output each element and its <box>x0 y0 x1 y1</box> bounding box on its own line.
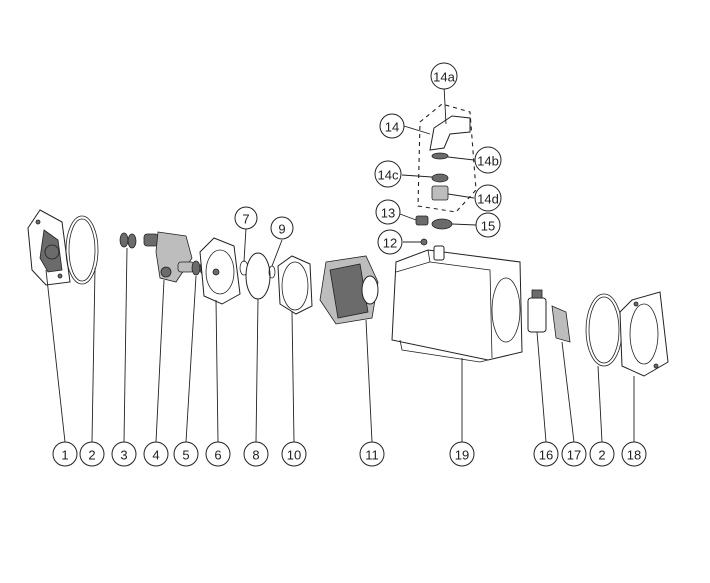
part-o-ring-right <box>585 293 623 367</box>
svg-text:6: 6 <box>214 448 221 463</box>
callout-1: 1 <box>52 441 78 467</box>
svg-text:8: 8 <box>252 448 259 463</box>
callout-14d: 14d <box>474 184 502 212</box>
svg-text:1: 1 <box>61 448 68 463</box>
part-13 <box>415 215 429 226</box>
callout-5: 5 <box>173 441 199 467</box>
svg-text:14: 14 <box>385 120 399 135</box>
part-gasket <box>277 255 313 315</box>
part-impeller-shaft <box>143 231 195 283</box>
callout-16: 16 <box>533 441 559 467</box>
svg-text:4: 4 <box>152 448 159 463</box>
part-12 <box>420 238 428 246</box>
svg-text:18: 18 <box>627 448 641 463</box>
svg-text:12: 12 <box>383 236 397 251</box>
callout-7: 7 <box>234 206 258 230</box>
callout-13: 13 <box>375 199 401 225</box>
svg-text:10: 10 <box>287 448 301 463</box>
svg-text:2: 2 <box>88 448 95 463</box>
callout-15: 15 <box>475 212 501 238</box>
callout-3: 3 <box>111 441 137 467</box>
svg-text:19: 19 <box>455 448 469 463</box>
part-capacitor <box>527 289 547 333</box>
part-rear-cover <box>619 291 669 377</box>
callout-18: 18 <box>621 441 647 467</box>
svg-text:14c: 14c <box>378 168 399 183</box>
callout-4: 4 <box>143 441 169 467</box>
part-o-ring-left <box>65 215 99 285</box>
callout-17: 17 <box>561 441 587 467</box>
callout-14c: 14c <box>374 160 402 188</box>
svg-text:14b: 14b <box>477 154 499 169</box>
svg-text:15: 15 <box>481 219 495 234</box>
callout-14b: 14b <box>474 146 502 174</box>
part-terminal-board <box>551 305 571 343</box>
svg-text:16: 16 <box>539 448 553 463</box>
part-14-group <box>417 103 477 230</box>
callout-6: 6 <box>205 441 231 467</box>
svg-text:5: 5 <box>182 448 189 463</box>
part-disc <box>245 252 271 300</box>
svg-text:17: 17 <box>567 448 581 463</box>
leader-lines <box>45 85 635 443</box>
part-flange-plate <box>199 237 241 305</box>
callout-9: 9 <box>270 216 294 240</box>
callout-2: 2 <box>79 441 105 467</box>
svg-text:13: 13 <box>381 206 395 221</box>
part-small-rings <box>119 232 137 249</box>
svg-text:3: 3 <box>120 448 127 463</box>
callout-11: 11 <box>359 441 385 467</box>
svg-text:7: 7 <box>242 212 249 227</box>
svg-text:11: 11 <box>365 448 379 463</box>
svg-text:9: 9 <box>278 222 285 237</box>
callout-14a: 14a <box>430 62 458 90</box>
part-rotor-cage <box>319 255 379 325</box>
callout-10: 10 <box>281 441 307 467</box>
callout-12: 12 <box>377 229 403 255</box>
svg-text:14a: 14a <box>433 70 455 85</box>
part-motor-housing <box>391 245 523 363</box>
part-front-cover <box>27 209 71 286</box>
callout-19: 19 <box>449 441 475 467</box>
callout-14: 14 <box>379 113 405 139</box>
svg-text:2: 2 <box>598 448 605 463</box>
callout-2-right: 2 <box>589 441 615 467</box>
callout-8: 8 <box>243 441 269 467</box>
svg-text:14d: 14d <box>477 192 499 207</box>
